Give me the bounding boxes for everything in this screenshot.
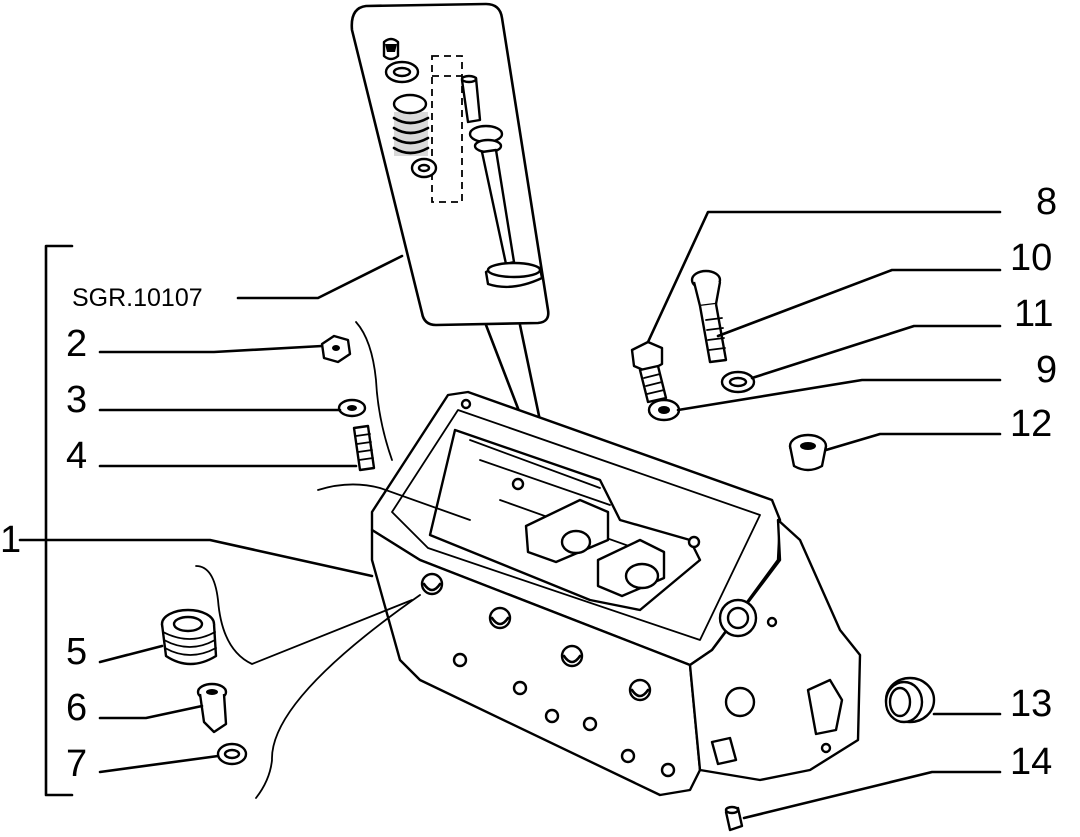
callout-2: 2: [66, 323, 87, 365]
leader-2: [98, 344, 324, 354]
leader-8: [646, 210, 1002, 344]
part-washer: [337, 398, 367, 418]
leader-12: [824, 432, 1002, 452]
gasket-curve-lower: [317, 483, 471, 521]
leader-10: [716, 268, 1002, 338]
callout-11: 11: [1014, 293, 1053, 335]
part-ring: [216, 742, 248, 766]
callout-7: 7: [66, 743, 87, 785]
reference-code: SGR.10107: [72, 284, 203, 312]
callout-8: 8: [1036, 181, 1057, 223]
callout-13: 13: [1010, 683, 1052, 725]
leader-5: [98, 644, 164, 664]
part-nut: [320, 334, 352, 364]
part-sleeve: [196, 682, 228, 734]
callout-3: 3: [66, 379, 87, 421]
gasket-curve-left: [195, 565, 413, 665]
part-washer-thin: [720, 370, 756, 394]
leader-1: [18, 538, 374, 578]
part-long-screw: [690, 269, 728, 364]
part-stud: [352, 424, 376, 472]
part-seal-ring: [884, 676, 936, 724]
leader-9: [676, 378, 1002, 412]
part-plug: [788, 433, 828, 472]
part-dowel-pin: [724, 805, 744, 832]
callout-10: 10: [1010, 237, 1052, 279]
gasket-curve-right: [255, 594, 421, 799]
leader-7: [98, 754, 220, 774]
part-threaded-plug: [160, 608, 218, 666]
callout-14: 14: [1010, 741, 1052, 783]
callout-5: 5: [66, 631, 87, 673]
callout-9: 9: [1036, 349, 1057, 391]
callout-4: 4: [66, 435, 87, 477]
callout-6: 6: [66, 687, 87, 729]
leader-ref: [236, 254, 404, 300]
callout-12: 12: [1010, 403, 1052, 445]
gasket-curve-upper: [355, 321, 393, 461]
valve-inset: [350, 2, 558, 499]
leader-6: [98, 704, 204, 720]
leader-14: [742, 770, 1002, 820]
group-bracket: [44, 244, 74, 797]
part-bolt: [630, 340, 668, 404]
leader-11: [750, 324, 1002, 380]
callout-1: 1: [0, 519, 21, 561]
cylinder-head: [370, 390, 862, 797]
part-washer-small: [647, 398, 681, 422]
